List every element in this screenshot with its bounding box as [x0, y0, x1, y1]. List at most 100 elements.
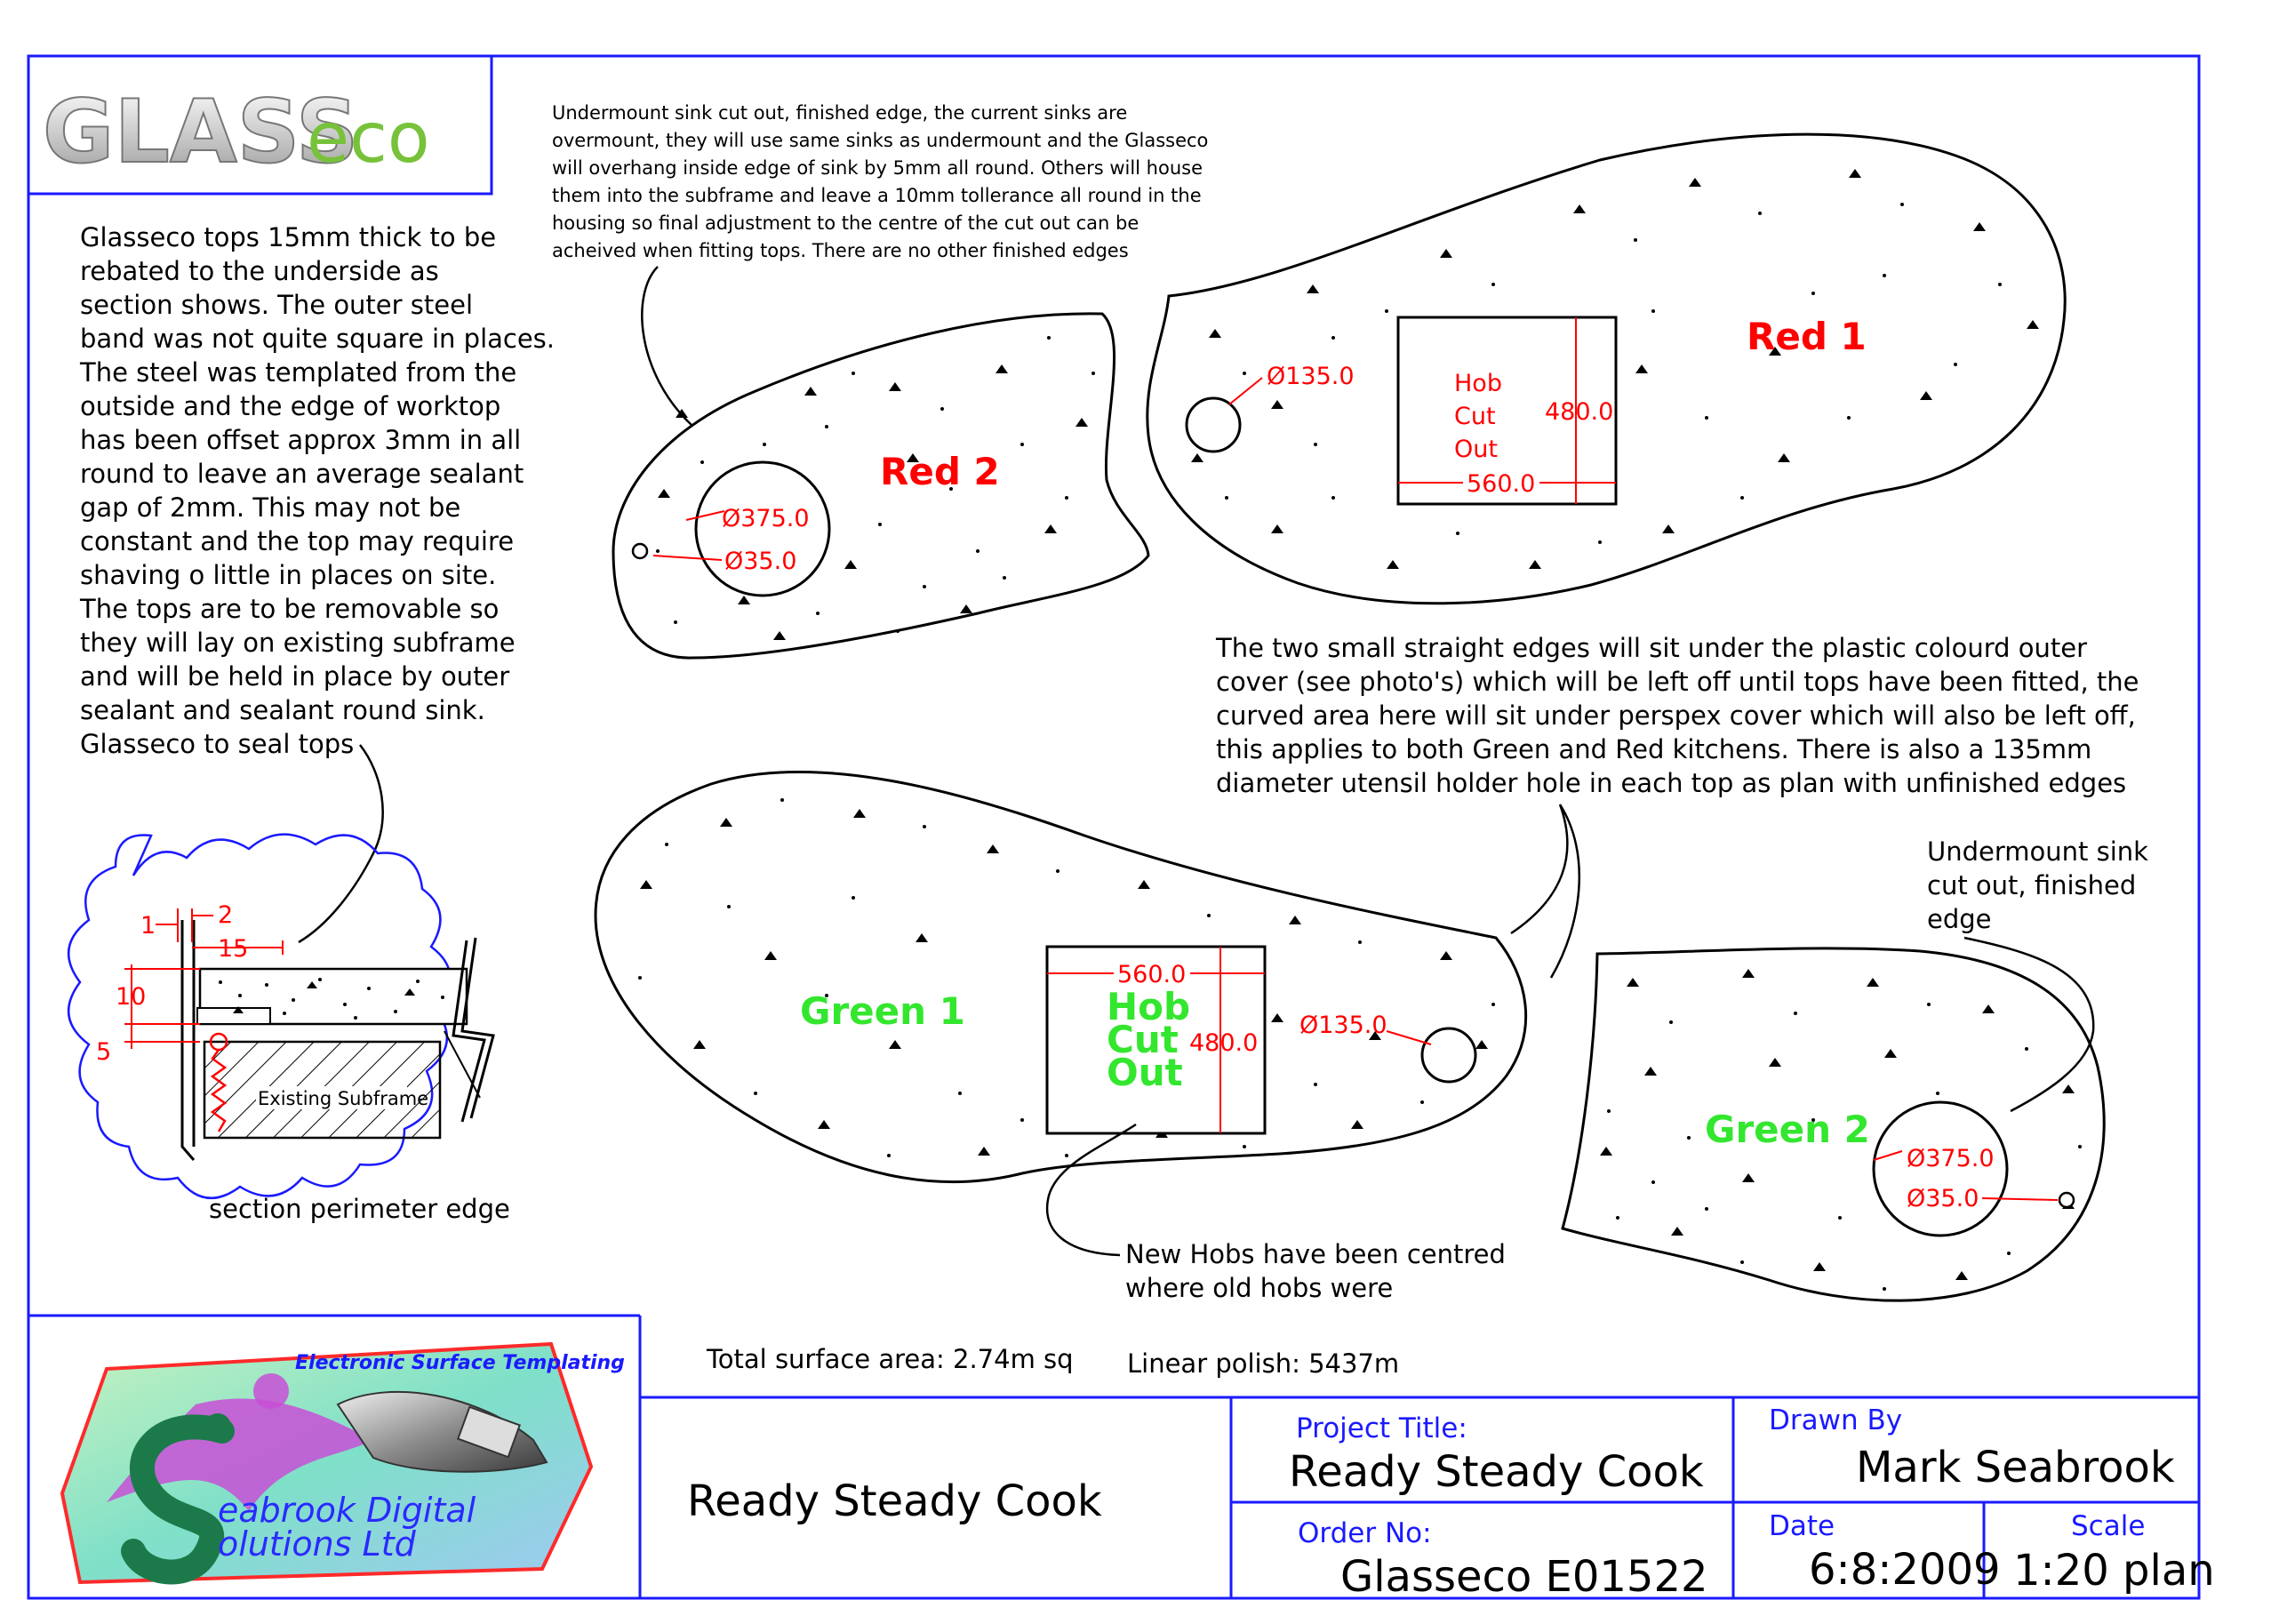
svg-text:them into the subframe and lea: them into the subframe and leave a 10mm …	[552, 185, 1202, 206]
scale-label: Scale	[2071, 1510, 2145, 1542]
svg-text:constant and the top may requi: constant and the top may require	[80, 526, 514, 556]
green-2-tap-hole	[2058, 1191, 2075, 1209]
svg-text:will overhang inside edge of s: will overhang inside edge of sink by 5mm…	[552, 157, 1203, 179]
green-1-label: Green 1	[800, 989, 965, 1033]
drawn-by-label: Drawn By	[1769, 1404, 1902, 1436]
red-2-sink-cutout	[694, 460, 831, 597]
undermount-note-right: Undermount sink cut out, finished edge	[1927, 836, 2148, 934]
svg-text:Undermount sink: Undermount sink	[1927, 836, 2148, 867]
red-2-texture	[656, 336, 1095, 640]
svg-text:where old hobs were: where old hobs were	[1125, 1273, 1393, 1303]
svg-text:outside and the edge of workto: outside and the edge of worktop	[80, 391, 500, 421]
section-screw-icon	[209, 1032, 228, 1132]
straight-edges-note: The two small straight edges will sit un…	[1215, 633, 2139, 798]
scale-value: 1:20 plan	[2013, 1546, 2215, 1596]
undermount-right-leader	[1963, 936, 2095, 1113]
svg-text:curved area here will sit unde: curved area here will sit under perspex …	[1216, 700, 2136, 731]
green-1-hob-label-1: Hob	[1107, 985, 1190, 1028]
green-1-hob-label-3: Out	[1107, 1051, 1183, 1094]
svg-text:overmount, they will use same: overmount, they will use same sinks as u…	[552, 130, 1208, 151]
drawing-frame	[27, 54, 2201, 1600]
logo-company-line-2: olutions Ltd	[218, 1524, 417, 1564]
project-title-value: Ready Steady Cook	[1289, 1447, 1704, 1497]
logo-brand-main: GLASS	[43, 82, 359, 183]
section-rebate	[196, 1007, 271, 1025]
red-1-hob-height-dim: 480.0	[1545, 398, 1613, 426]
svg-text:cover (see photo's) which will: cover (see photo's) which will be left o…	[1216, 667, 2139, 697]
dim-1mm: 1	[140, 912, 156, 940]
green-1-hob-height-dim: 480.0	[1189, 1029, 1258, 1057]
red-1-utensil-dim: Ø135.0	[1267, 363, 1355, 390]
section-outer-band	[452, 940, 486, 1123]
svg-text:has been offset approx 3mm in: has been offset approx 3mm in all	[80, 425, 521, 455]
piece-red-1: Hob Cut Out 480.0 560.0 Ø135.0 Red 1	[1146, 132, 2067, 605]
section-steel-band	[180, 920, 196, 1161]
svg-text:they will lay on existing subf: they will lay on existing subframe	[80, 628, 516, 658]
straight-edges-leader	[1510, 804, 1580, 979]
dim-5mm: 5	[96, 1038, 111, 1066]
svg-text:shaving o little in places on: shaving o little in places on site.	[80, 560, 496, 590]
logo-tagline: Electronic Surface Templating	[295, 1352, 625, 1374]
red-2-tap-hole	[631, 542, 649, 560]
svg-text:The two small straight edges w: The two small straight edges will sit un…	[1215, 633, 2087, 663]
svg-text:sealant and sealant round sink: sealant and sealant round sink.	[80, 695, 485, 725]
subframe-label: Existing Subframe	[258, 1088, 428, 1109]
glasseco-logo: GLASS eco	[27, 54, 493, 196]
svg-text:edge: edge	[1927, 904, 1992, 934]
green-1-utensil-dim: Ø135.0	[1299, 1012, 1387, 1039]
section-dimensions: 1 2 15 10 5	[96, 901, 284, 1066]
title-block: Ready Steady Cook Project Title: Ready S…	[687, 1404, 2215, 1602]
green-2-sink-cutout	[1872, 1100, 2009, 1237]
dim-10mm: 10	[116, 983, 146, 1011]
red-1-hob-label-2: Cut	[1454, 403, 1496, 430]
project-title-label: Project Title:	[1296, 1412, 1467, 1444]
green-2-tap-dim: Ø35.0	[1907, 1185, 1979, 1212]
svg-text:rebated to the underside as: rebated to the underside as	[80, 256, 439, 286]
surface-area-text: Total surface area: 2.74m sq	[706, 1344, 1074, 1374]
green-2-label: Green 2	[1705, 1108, 1870, 1151]
logo-brand-accent: eco	[307, 99, 430, 179]
svg-text:The steel was templated from t: The steel was templated from the	[79, 357, 516, 388]
red-2-sink-dim: Ø375.0	[722, 505, 810, 532]
section-detail: Existing Subframe 1 2 15 10 5 se	[67, 833, 510, 1224]
svg-text:gap of 2mm. This may not be: gap of 2mm. This may not be	[80, 492, 460, 523]
order-no-label: Order No:	[1298, 1517, 1432, 1549]
seabrook-logo: Electronic Surface Templating eabrook Di…	[60, 1341, 625, 1585]
green-1-hob-label-2: Cut	[1107, 1018, 1179, 1061]
logo-snake-icon	[121, 1414, 235, 1585]
red-1-texture	[1191, 169, 2039, 569]
svg-text:band was not quite square in p: band was not quite square in places.	[80, 324, 555, 354]
dim-15mm: 15	[218, 935, 248, 963]
section-worktop-texture	[219, 978, 444, 1020]
svg-text:round to leave an average seal: round to leave an average sealant	[80, 459, 524, 489]
new-hobs-note: New Hobs have been centred where old hob…	[1125, 1239, 1506, 1303]
red-2-tap-dim: Ø35.0	[724, 548, 796, 575]
new-hobs-leader	[1046, 1123, 1137, 1257]
logo-figure-shape	[107, 1398, 373, 1511]
svg-text:diameter utensil holder hole i: diameter utensil holder hole in each top…	[1216, 768, 2126, 798]
red-1-utensil-hole	[1185, 396, 1242, 453]
svg-text:acheived when fitting tops. Th: acheived when fitting tops. There are no…	[552, 240, 1129, 261]
svg-text:this applies to both Green and: this applies to both Green and Red kitch…	[1216, 734, 2091, 764]
order-no-value: Glasseco E01522	[1340, 1552, 1708, 1602]
red-1-hob-width-dim: 560.0	[1467, 470, 1535, 498]
main-title: Ready Steady Cook	[687, 1476, 1102, 1526]
linear-polish-text: Linear polish: 5437m	[1127, 1348, 1399, 1379]
red-1-hob-label-1: Hob	[1454, 370, 1502, 397]
svg-text:Glasseco tops 15mm thick to be: Glasseco tops 15mm thick to be	[80, 222, 496, 252]
section-caption: section perimeter edge	[209, 1194, 510, 1224]
piece-green-1: Hob Cut Out 480.0 560.0 Ø135.0 Green 1	[594, 770, 1528, 1184]
section-description-note: Glasseco tops 15mm thick to be rebated t…	[79, 222, 555, 759]
undermount-note-top: Undermount sink cut out, finished edge, …	[552, 102, 1208, 261]
svg-text:section shows. The outer steel: section shows. The outer steel	[80, 290, 473, 320]
piece-green-2: Ø375.0 Ø35.0 Green 2	[1561, 947, 2106, 1302]
green-1-texture	[638, 798, 1495, 1157]
green-1-utensil-hole	[1420, 1027, 1477, 1084]
section-leader-line	[298, 744, 384, 944]
piece-red-2: Ø375.0 Ø35.0 Red 2	[612, 312, 1150, 660]
svg-text:Glasseco to seal tops: Glasseco to seal tops	[80, 729, 354, 759]
date-value: 6:8:2009	[1809, 1545, 2001, 1595]
svg-text:The tops are to be removable s: The tops are to be removable so	[79, 594, 499, 624]
svg-text:cut out, finished: cut out, finished	[1927, 870, 2136, 900]
green-1-hob-width-dim: 560.0	[1117, 961, 1186, 988]
